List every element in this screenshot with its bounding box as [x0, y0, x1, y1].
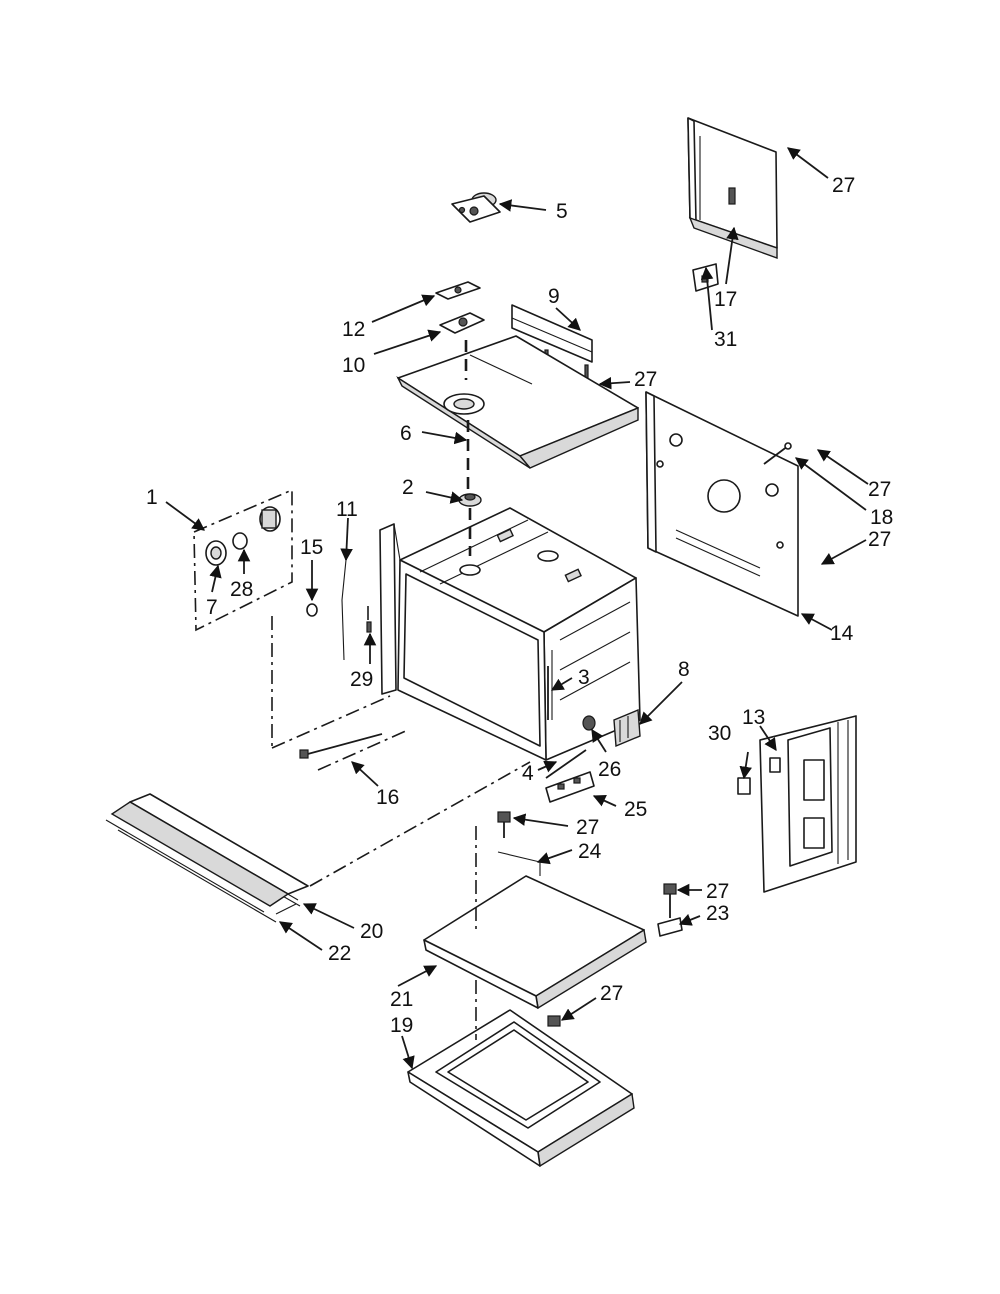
callout-31: 31 — [714, 328, 737, 351]
top-bracket-12 — [435, 281, 481, 300]
callout-27-right: 27 — [706, 880, 729, 903]
callout-2: 2 — [402, 476, 414, 499]
screw-29 — [366, 621, 372, 633]
callout-14: 14 — [830, 622, 854, 645]
callout-25: 25 — [624, 798, 647, 821]
callout-20: 20 — [360, 920, 383, 943]
connector-8 — [613, 708, 641, 748]
wire-11 — [341, 559, 347, 661]
callout-27-mid: 27 — [576, 816, 599, 839]
bottom-tray-19 — [407, 1009, 635, 1168]
callout-22: 22 — [328, 942, 351, 965]
sensor-4 — [545, 749, 587, 779]
callout-29: 29 — [350, 668, 373, 691]
callout-10: 10 — [342, 354, 365, 377]
knob-assembly — [193, 488, 293, 632]
callout-27-bottom: 27 — [600, 982, 623, 1005]
callout-17: 17 — [714, 288, 737, 311]
callout-4: 4 — [522, 762, 534, 785]
top-panel-6 — [396, 335, 639, 469]
clip-30 — [737, 777, 751, 795]
callout-21: 21 — [390, 988, 413, 1011]
sensor-component — [451, 192, 501, 223]
callout-1: 1 — [146, 486, 158, 509]
callout-labels: 1 2 3 4 5 6 7 8 9 10 11 12 13 14 15 16 1… — [146, 174, 893, 1037]
screw-26 — [582, 715, 596, 731]
callout-27-rear-upper: 27 — [868, 478, 891, 501]
callout-12: 12 — [342, 318, 365, 341]
oven-cavity — [379, 507, 641, 761]
callout-7: 7 — [206, 596, 218, 619]
bracket-25 — [545, 771, 595, 803]
callout-28: 28 — [230, 578, 253, 601]
callout-5: 5 — [556, 200, 568, 223]
rear-panel-14 — [645, 391, 799, 617]
callout-3: 3 — [578, 666, 590, 689]
callout-27-top-panel: 27 — [634, 368, 657, 391]
side-panel-13 — [759, 715, 857, 893]
grommet-2 — [458, 493, 482, 507]
callout-24: 24 — [578, 840, 602, 863]
callout-8: 8 — [678, 658, 690, 681]
top-bracket-10 — [439, 312, 485, 334]
callout-13: 13 — [742, 706, 765, 729]
rod-16 — [299, 733, 383, 759]
callout-30: 30 — [708, 722, 731, 745]
callout-27-top-right: 27 — [832, 174, 855, 197]
bottom-panel-21 — [423, 875, 647, 1010]
callout-16: 16 — [376, 786, 399, 809]
leader-arrows — [165, 147, 869, 1070]
bolt-21 — [547, 1015, 561, 1027]
front-trim-20 — [110, 793, 309, 907]
callout-27-rear-lower: 27 — [868, 528, 891, 551]
callout-6: 6 — [400, 422, 412, 445]
callout-15: 15 — [300, 536, 323, 559]
front-trim-22 — [105, 819, 297, 923]
callout-26: 26 — [598, 758, 621, 781]
callout-9: 9 — [548, 285, 560, 308]
washer-15 — [306, 603, 318, 617]
pin-18 — [763, 442, 792, 465]
callout-11: 11 — [336, 498, 358, 521]
callout-23: 23 — [706, 902, 729, 925]
callout-18: 18 — [870, 506, 893, 529]
callout-19: 19 — [390, 1014, 413, 1037]
center-lines — [271, 340, 531, 1040]
bracket-23 — [657, 883, 683, 937]
